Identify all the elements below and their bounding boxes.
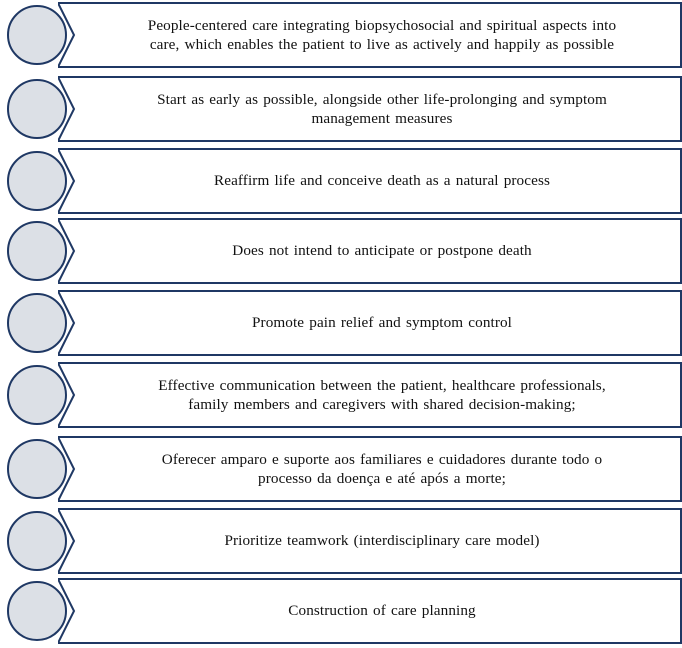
diagram-row: Promote pain relief and symptom control: [0, 290, 682, 356]
bar-shape: [58, 578, 682, 644]
circle-bullet-icon: [6, 292, 68, 354]
principle-bar[interactable]: Start as early as possible, alongside ot…: [58, 76, 682, 142]
bar-shape: [58, 76, 682, 142]
principle-text: Start as early as possible, alongside ot…: [80, 76, 670, 142]
principle-text: Reaffirm life and conceive death as a na…: [80, 148, 670, 214]
principle-bar[interactable]: Construction of care planning: [58, 578, 682, 644]
circle-bullet-icon: [6, 78, 68, 140]
diagram-row: Reaffirm life and conceive death as a na…: [0, 148, 682, 214]
bar-shape: [58, 508, 682, 574]
principle-text-lines: People-centered care integrating biopsyc…: [147, 16, 617, 53]
circle-bullet-icon: [6, 510, 68, 572]
principle-text: Does not intend to anticipate or postpon…: [80, 218, 670, 284]
principle-text-lines: Oferecer amparo e suporte aos familiares…: [161, 450, 603, 487]
bar-shape: [58, 148, 682, 214]
circle-shape: [7, 293, 67, 353]
principle-bar[interactable]: Promote pain relief and symptom control: [58, 290, 682, 356]
circle-bullet-icon: [6, 438, 68, 500]
circle-shape: [7, 221, 67, 281]
principle-bar[interactable]: People-centered care integrating biopsyc…: [58, 2, 682, 68]
circle-shape: [7, 151, 67, 211]
principle-bar[interactable]: Prioritize teamwork (interdisciplinary c…: [58, 508, 682, 574]
diagram-row: Prioritize teamwork (interdisciplinary c…: [0, 508, 682, 574]
bar-shape: [58, 362, 682, 428]
principle-text-lines: Effective communication between the pati…: [158, 376, 606, 413]
principle-text: Oferecer amparo e suporte aos familiares…: [80, 436, 670, 502]
principle-bar[interactable]: Reaffirm life and conceive death as a na…: [58, 148, 682, 214]
bar-shape: [58, 436, 682, 502]
circle-shape: [7, 581, 67, 641]
bar-shape: [58, 290, 682, 356]
principle-bar[interactable]: Effective communication between the pati…: [58, 362, 682, 428]
circle-shape: [7, 365, 67, 425]
circle-bullet-icon: [6, 4, 68, 66]
circle-bullet-icon: [6, 580, 68, 642]
diagram-row: Start as early as possible, alongside ot…: [0, 76, 682, 142]
principle-bar[interactable]: Does not intend to anticipate or postpon…: [58, 218, 682, 284]
principle-text-lines: Does not intend to anticipate or postpon…: [232, 242, 532, 260]
principle-text-lines: Start as early as possible, alongside ot…: [157, 90, 607, 127]
principle-text: People-centered care integrating biopsyc…: [80, 2, 670, 68]
principle-bar[interactable]: Oferecer amparo e suporte aos familiares…: [58, 436, 682, 502]
circle-shape: [7, 511, 67, 571]
diagram-row: People-centered care integrating biopsyc…: [0, 2, 682, 68]
principle-text: Promote pain relief and symptom control: [80, 290, 670, 356]
principle-text-lines: Promote pain relief and symptom control: [251, 314, 513, 332]
bar-shape: [58, 2, 682, 68]
principle-text-lines: Reaffirm life and conceive death as a na…: [214, 172, 550, 190]
principle-text-lines: Construction of care planning: [288, 602, 476, 620]
circle-shape: [7, 5, 67, 65]
principle-text: Construction of care planning: [80, 578, 670, 644]
principle-text: Prioritize teamwork (interdisciplinary c…: [80, 508, 670, 574]
diagram-row: Effective communication between the pati…: [0, 362, 682, 428]
circle-bullet-icon: [6, 364, 68, 426]
circle-shape: [7, 79, 67, 139]
diagram-row: Construction of care planning: [0, 578, 682, 644]
circle-shape: [7, 439, 67, 499]
diagram-row: Does not intend to anticipate or postpon…: [0, 218, 682, 284]
circle-bullet-icon: [6, 220, 68, 282]
bar-shape: [58, 218, 682, 284]
diagram-row: Oferecer amparo e suporte aos familiares…: [0, 436, 682, 502]
circle-bullet-icon: [6, 150, 68, 212]
principle-text: Effective communication between the pati…: [80, 362, 670, 428]
principle-text-lines: Prioritize teamwork (interdisciplinary c…: [224, 532, 540, 550]
